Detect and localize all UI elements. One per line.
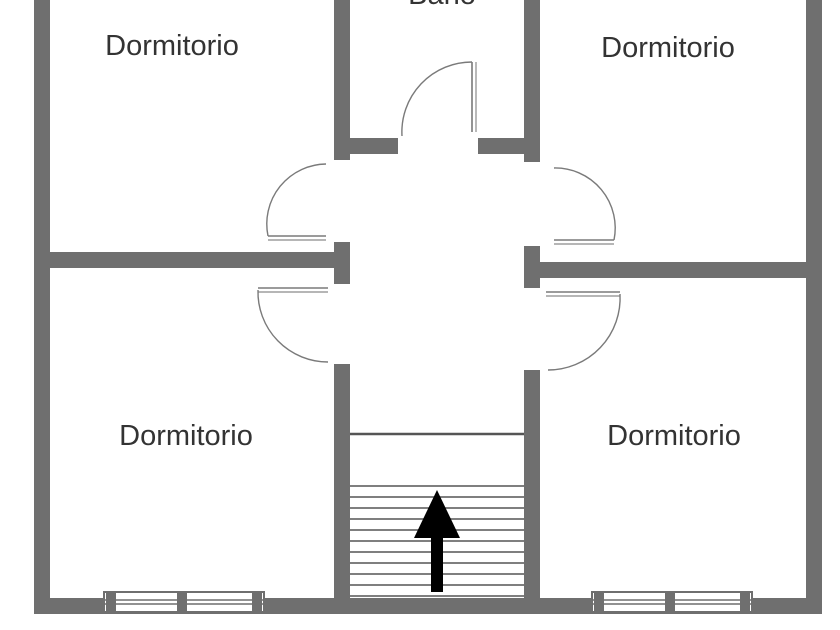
bathroom-wall-left bbox=[334, 0, 350, 160]
room-label-bottom-right: Dormitorio bbox=[607, 420, 741, 452]
exterior-wall-left bbox=[34, 0, 50, 614]
hall-jamb-right bbox=[524, 246, 540, 288]
door-top-right-bedroom bbox=[553, 167, 616, 245]
room-label-top-right: Dormitorio bbox=[601, 32, 735, 64]
window-bottom-left bbox=[103, 591, 265, 613]
bathroom-door bbox=[401, 61, 477, 137]
room-label-bottom-left: Dormitorio bbox=[119, 420, 253, 452]
bathroom-wall-bottom-left bbox=[334, 138, 398, 154]
bathroom-wall-bottom-right bbox=[478, 138, 540, 154]
door-bottom-left-bedroom bbox=[257, 287, 329, 363]
room-label-top-center: Baño bbox=[408, 0, 476, 11]
bathroom-wall-right bbox=[524, 0, 540, 162]
hall-jamb-left bbox=[334, 242, 350, 284]
door-bottom-right-bedroom bbox=[546, 291, 621, 371]
stair-wall-right bbox=[524, 370, 540, 614]
stair-wall-left bbox=[334, 364, 350, 614]
divider-wall-right bbox=[524, 262, 822, 278]
divider-wall-left bbox=[34, 252, 350, 268]
exterior-wall-right bbox=[806, 0, 822, 614]
door-top-left-bedroom bbox=[266, 163, 327, 241]
window-bottom-right bbox=[591, 591, 753, 613]
room-label-top-left: Dormitorio bbox=[105, 30, 239, 62]
stair-up-arrow-icon bbox=[414, 490, 460, 592]
